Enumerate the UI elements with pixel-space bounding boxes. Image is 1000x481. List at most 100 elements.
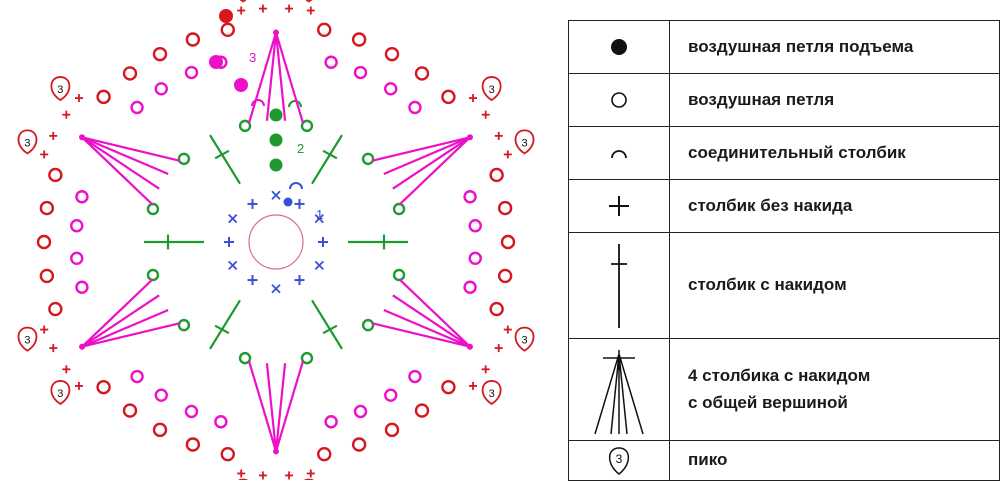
- chain-circle: [186, 67, 197, 78]
- chain-circle: [355, 406, 366, 417]
- legend-label: соединительный столбик: [670, 127, 1000, 180]
- legend-row: 3 пико: [569, 441, 1000, 481]
- chain-circle: [442, 381, 454, 393]
- legend-label: столбик без накида: [670, 180, 1000, 233]
- picot-number: 3: [489, 84, 495, 96]
- starting-ring: [249, 215, 303, 269]
- chain-circle: [148, 204, 158, 214]
- chain-circle: [502, 236, 514, 248]
- chain-circle: [394, 204, 404, 214]
- legend-symbol-cell: 3: [569, 441, 670, 481]
- legend-symbol-cell: [569, 127, 670, 180]
- fan-icon: [579, 342, 659, 438]
- chain-circle: [491, 169, 503, 181]
- legend-label-line: 4 столбика с накидом: [688, 363, 999, 389]
- chain-circle: [491, 303, 503, 315]
- chain-circle: [318, 24, 330, 36]
- chain-circle: [326, 57, 337, 68]
- picot-icon-number: 3: [616, 452, 623, 466]
- arc-icon: [599, 138, 639, 168]
- legend-symbol-cell: [569, 180, 670, 233]
- tall-cross-icon: [599, 238, 639, 334]
- filled-circle-icon: [599, 32, 639, 62]
- chain-circle: [71, 220, 82, 231]
- picot-number: 3: [24, 137, 30, 149]
- chain-circle: [154, 424, 166, 436]
- fan-stitch-mark: [82, 137, 159, 188]
- chain-circle: [41, 270, 53, 282]
- legend-label: пико: [670, 441, 1000, 481]
- fan-apex: [273, 30, 279, 36]
- legend-row: соединительный столбик: [569, 127, 1000, 180]
- chain-circle: [41, 202, 53, 214]
- chain-circle: [353, 439, 365, 451]
- picot-number: 3: [521, 137, 527, 149]
- chain-circle: [499, 202, 511, 214]
- double-crochet-mark: [312, 135, 342, 184]
- picot-number: 3: [57, 84, 63, 96]
- chain-circle: [98, 381, 110, 393]
- chain-circle: [156, 83, 167, 94]
- chain-circle: [71, 253, 82, 264]
- fan-stitch-mark: [82, 137, 152, 204]
- fan-stitch-mark: [400, 137, 470, 204]
- chain-circle: [416, 67, 428, 79]
- legend-row: 4 столбика с накидом с общей вершиной: [569, 339, 1000, 441]
- legend-label-line: с общей вершиной: [688, 390, 999, 416]
- fan-apex: [79, 344, 85, 350]
- chain-circle: [318, 448, 330, 460]
- chain-circle: [222, 24, 234, 36]
- chain-circle: [385, 390, 396, 401]
- fan-apex: [79, 134, 85, 140]
- fan-stitch-mark: [400, 280, 470, 347]
- plus-icon: [599, 191, 639, 221]
- chain-circle: [76, 282, 87, 293]
- chain-circle: [132, 102, 143, 113]
- chain-circle: [465, 282, 476, 293]
- legend-symbol-cell: [569, 21, 670, 74]
- row-label-1: 1: [316, 207, 323, 222]
- double-crochet-mark: [215, 326, 229, 333]
- chain-circle: [409, 371, 420, 382]
- chain-circle: [416, 405, 428, 417]
- picot-number: 3: [489, 388, 495, 400]
- turning-chain-dot: [209, 55, 223, 69]
- chain-circle: [179, 320, 189, 330]
- legend-label: воздушная петля подъема: [670, 21, 1000, 74]
- chain-circle: [386, 48, 398, 60]
- open-circle-icon: [599, 85, 639, 115]
- chain-circle: [385, 83, 396, 94]
- chain-circle: [363, 154, 373, 164]
- chain-circle: [442, 91, 454, 103]
- chain-circle: [179, 154, 189, 164]
- legend-label: столбик с накидом: [670, 233, 1000, 339]
- slip-stitch-mark: [290, 183, 302, 189]
- chain-circle: [409, 102, 420, 113]
- double-crochet-mark: [210, 135, 240, 184]
- picot-number: 3: [57, 388, 63, 400]
- chain-circle: [98, 91, 110, 103]
- chain-circle: [124, 67, 136, 79]
- picot-mark: [234, 0, 252, 1]
- double-crochet-mark: [215, 151, 229, 158]
- legend-row: воздушная петля подъема: [569, 21, 1000, 74]
- chain-circle: [222, 448, 234, 460]
- chain-circle: [326, 416, 337, 427]
- chain-circle: [465, 191, 476, 202]
- chain-circle: [386, 424, 398, 436]
- double-crochet-mark: [210, 300, 240, 349]
- legend-row: столбик с накидом: [569, 233, 1000, 339]
- picot-number: 3: [24, 335, 30, 347]
- chain-circle: [499, 270, 511, 282]
- legend-row: столбик без накида: [569, 180, 1000, 233]
- legend-label: воздушная петля: [670, 74, 1000, 127]
- chain-circle: [148, 270, 158, 280]
- legend-label: 4 столбика с накидом с общей вершиной: [670, 339, 1000, 441]
- chain-circle: [363, 320, 373, 330]
- chain-circle: [49, 303, 61, 315]
- fan-stitch-mark: [393, 137, 470, 188]
- legend-symbol-cell: [569, 233, 670, 339]
- chain-circle: [355, 67, 366, 78]
- chain-circle: [470, 253, 481, 264]
- turning-chain-dot: [234, 78, 248, 92]
